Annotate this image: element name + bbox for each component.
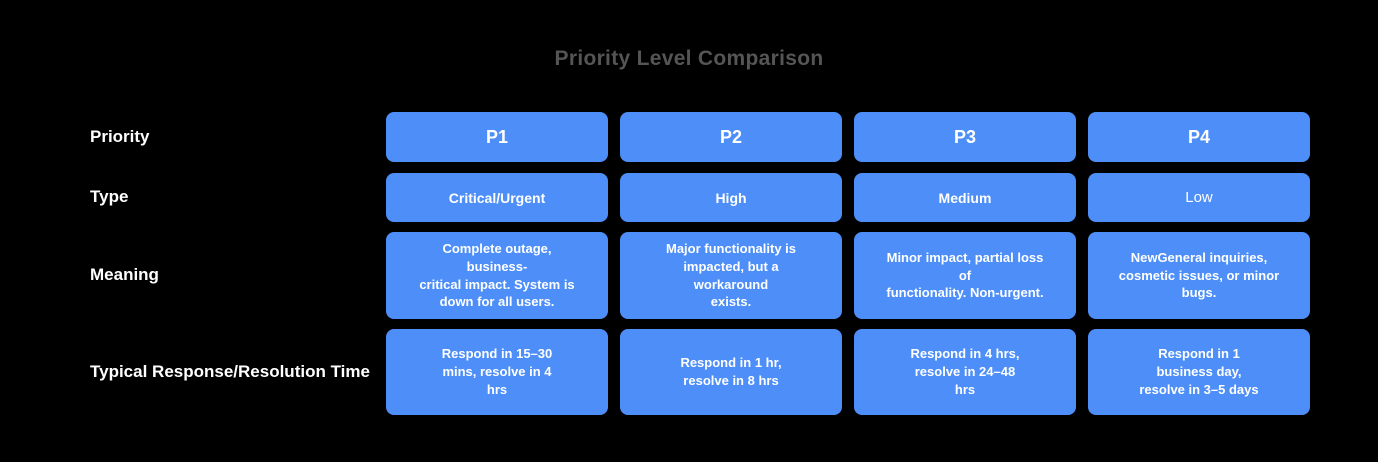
cell-p3-priority: P3 [854, 112, 1076, 162]
cell-p4-time: Respond in 1 business day, resolve in 3–… [1088, 329, 1310, 415]
cell-p2-time: Respond in 1 hr, resolve in 8 hrs [620, 329, 842, 415]
cell-p1-type: Critical/Urgent [386, 173, 608, 222]
cell-p2-type: High [620, 173, 842, 222]
page-title: Priority Level Comparison [554, 47, 824, 70]
cell-p4-priority: P4 [1088, 112, 1310, 162]
cell-p1-meaning: Complete outage, business- critical impa… [386, 232, 608, 319]
cell-p1-time: Respond in 15–30 mins, resolve in 4 hrs [386, 329, 608, 415]
cell-p4-meaning: NewGeneral inquiries, cosmetic issues, o… [1088, 232, 1310, 319]
row-label-response-time: Typical Response/Resolution Time [90, 361, 370, 381]
cell-p1-priority: P1 [386, 112, 608, 162]
row-label-priority: Priority [90, 126, 150, 146]
row-label-type: Type [90, 187, 129, 207]
cell-p2-priority: P2 [620, 112, 842, 162]
cell-p2-meaning: Major functionality is impacted, but a w… [620, 232, 842, 319]
cell-p3-type: Medium [854, 173, 1076, 222]
cell-p3-time: Respond in 4 hrs, resolve in 24–48 hrs [854, 329, 1076, 415]
row-label-meaning: Meaning [90, 265, 159, 285]
cell-p4-type: Low [1088, 173, 1310, 222]
cell-p3-meaning: Minor impact, partial loss of functional… [854, 232, 1076, 319]
